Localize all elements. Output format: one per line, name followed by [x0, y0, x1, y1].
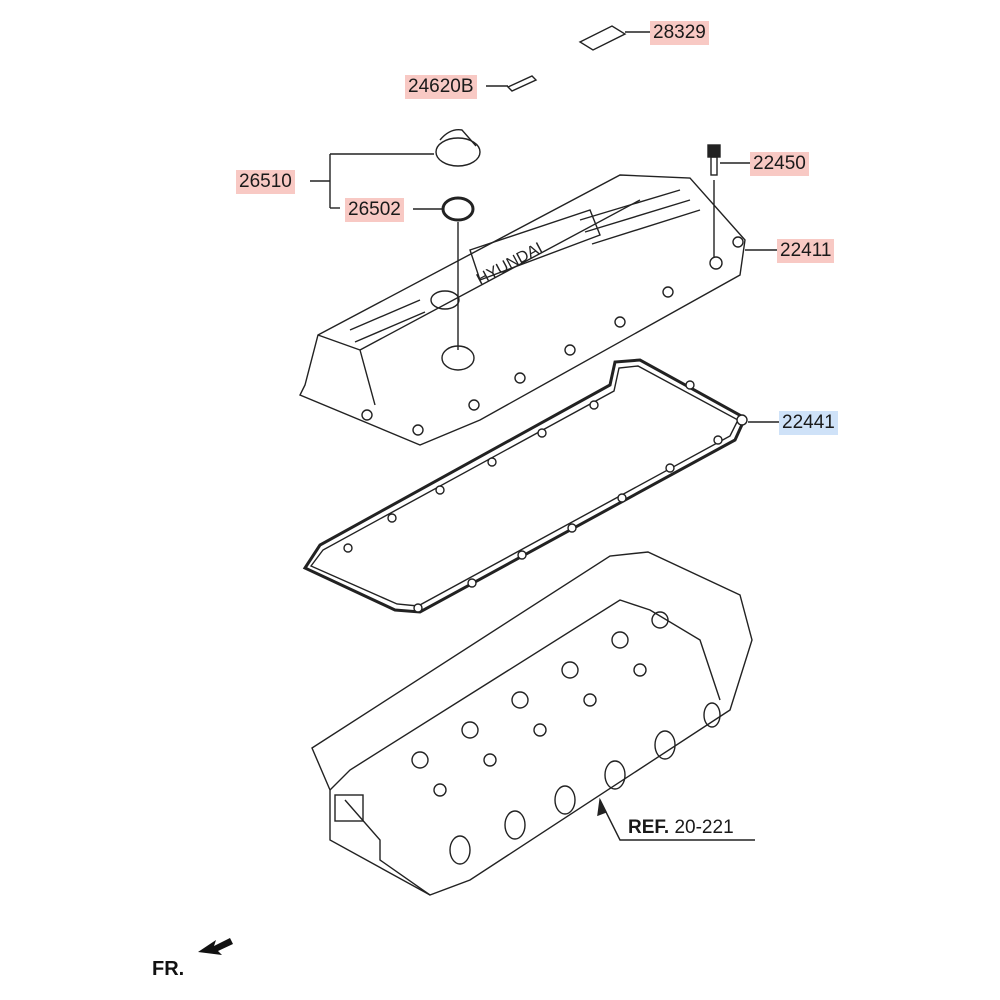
part-label-28329[interactable]: 28329	[650, 21, 709, 45]
reference-number: 20-221	[674, 817, 734, 838]
reference-label[interactable]: REF. 20-221	[628, 817, 734, 839]
part-label-24620B[interactable]: 24620B	[405, 75, 477, 99]
part-label-26502[interactable]: 26502	[345, 198, 404, 222]
part-22450-bolt	[707, 144, 750, 258]
cylinder-head-reference	[311, 551, 755, 896]
front-direction-label: FR.	[152, 958, 185, 980]
front-direction-arrow-icon	[198, 938, 233, 955]
part-28329-label-plate	[578, 25, 650, 51]
part-label-22441[interactable]: 22441	[779, 411, 838, 435]
part-label-22450[interactable]: 22450	[750, 152, 809, 176]
part-26510-oil-filler-cap	[310, 129, 481, 209]
part-22441-cover-gasket	[302, 358, 780, 614]
part-label-26510[interactable]: 26510	[236, 170, 295, 194]
part-label-22411[interactable]: 22411	[777, 239, 835, 263]
part-26502-cap-gasket	[413, 196, 475, 350]
reference-prefix: REF.	[628, 817, 670, 838]
part-24620B-plate	[486, 75, 538, 92]
